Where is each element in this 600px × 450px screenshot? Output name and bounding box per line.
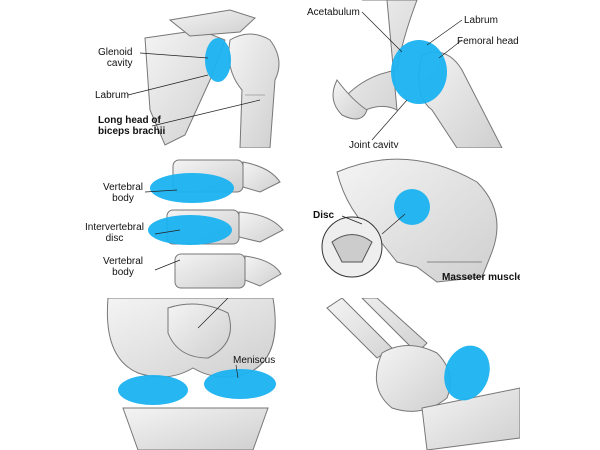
- wrist-illustration: [326, 298, 520, 450]
- tmj-disc-highlight: [394, 189, 430, 225]
- wrist-panel: [307, 298, 520, 450]
- meniscus-left-highlight: [118, 375, 188, 405]
- glenoid-labrum-highlight: [205, 38, 231, 82]
- glenoid-cavity-label: Glenoid cavity: [98, 47, 133, 69]
- meniscus-right-highlight: [204, 369, 276, 399]
- hip-labrum-label: Labrum: [464, 15, 498, 26]
- femoral-head-highlight: [391, 40, 447, 104]
- femoral-head-label: Femoral head: [457, 36, 519, 47]
- vertebral-body-top-label: Vertebral body: [103, 182, 144, 204]
- masseter-label: Masseter muscle: [442, 272, 520, 283]
- meniscus-label: Meniscus: [233, 355, 276, 366]
- shoulder-illustration: [127, 9, 280, 148]
- vertebral-body-bottom-label: Vertebral body: [103, 256, 144, 278]
- shoulder-panel: Glenoid cavity Labrum Long head of bicep…: [90, 0, 295, 148]
- tmj-panel: Disc Masseter muscle: [307, 152, 520, 292]
- tmj-illustration: [321, 158, 498, 283]
- knee-illustration: [106, 298, 276, 450]
- carpals: [375, 345, 451, 412]
- labrum-label: Labrum: [95, 90, 129, 101]
- disc-highlight-middle: [148, 215, 232, 245]
- hip-panel: Acetabulum Labrum Femoral head Joint cav…: [307, 0, 520, 148]
- spine-panel: Vertebral body Intervertebral disc Verte…: [85, 152, 295, 292]
- intervertebral-disc-label: Intervertebral disc: [85, 222, 144, 244]
- knee-panel: Meniscus: [88, 298, 295, 450]
- disc-highlight-top: [150, 173, 234, 203]
- acetabulum-label: Acetabulum: [307, 7, 360, 18]
- patella: [167, 303, 231, 359]
- disc-label: Disc: [313, 210, 335, 221]
- spine-illustration: [144, 159, 284, 289]
- joint-cavity-label: Joint cavity: [349, 140, 399, 148]
- biceps-label: Long head of biceps brachii: [98, 115, 166, 137]
- hip-illustration: [332, 0, 503, 148]
- tibia: [122, 407, 269, 450]
- radius-ulna: [421, 387, 520, 450]
- vertebra-bottom: [174, 253, 246, 289]
- wrist-highlight: [444, 345, 490, 401]
- humerus-shape: [228, 33, 280, 148]
